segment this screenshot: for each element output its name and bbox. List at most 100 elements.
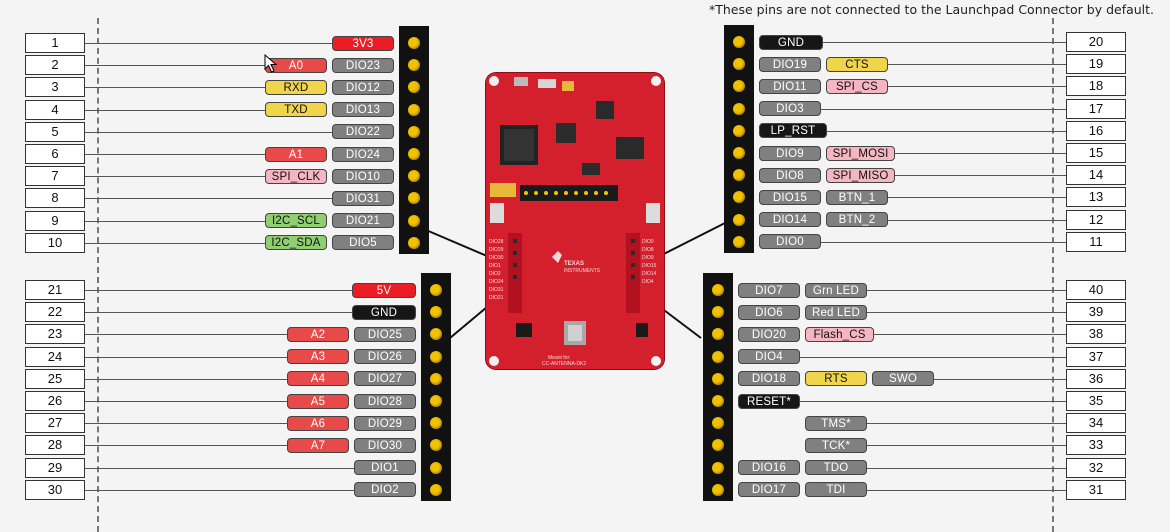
pin-dot-5 <box>408 125 420 138</box>
board-brand: TEXAS <box>564 261 584 267</box>
pin-dot-32 <box>712 461 724 474</box>
svg-text:CC-ANTENNA-DK2: CC-ANTENNA-DK2 <box>542 361 586 367</box>
pin-19-label-1: DIO19 <box>759 56 821 72</box>
pin-number-34: 34 <box>1066 413 1126 434</box>
pin-dot-40 <box>712 284 724 296</box>
pin-dot-36 <box>712 372 724 385</box>
pin-lead-3 <box>85 87 265 89</box>
pin-dot-17 <box>733 102 745 115</box>
pin-19-label-2: CTS <box>826 56 888 72</box>
footnote: *These pins are not connected to the Lau… <box>709 2 1155 17</box>
pin-lead-24 <box>85 356 287 358</box>
pin-number-19: 19 <box>1066 54 1126 75</box>
pin-dot-12 <box>733 213 745 226</box>
pin-lead-16 <box>827 130 1066 132</box>
pin-7-label-1: DIO10 <box>332 168 394 184</box>
pin-dot-7 <box>408 170 420 183</box>
pin-lead-9 <box>85 220 265 222</box>
pin-14-label-2: SPI_MISO <box>826 167 896 183</box>
pin-lead-8 <box>85 198 332 200</box>
pin-number-25: 25 <box>25 368 85 389</box>
pin-number-1: 1 <box>25 33 85 53</box>
pin-lead-30 <box>85 489 354 491</box>
pin-dot-13 <box>733 191 745 204</box>
divider-right <box>1052 18 1054 532</box>
pin-lead-35 <box>800 401 1066 402</box>
pin-dot-3 <box>408 81 420 94</box>
pin-3-label-2: RXD <box>265 79 327 95</box>
pin-number-38: 38 <box>1066 324 1126 345</box>
pin-lead-22 <box>85 312 352 314</box>
pin-9-label-2: I2C_SCL <box>265 213 327 229</box>
pin-1-label-1: 3V3 <box>332 35 394 51</box>
pin-dot-39 <box>712 306 724 319</box>
pin-dot-6 <box>408 148 420 160</box>
svg-text:DIO21: DIO21 <box>489 295 504 301</box>
pin-number-5: 5 <box>25 121 85 142</box>
pin-lead-2 <box>85 65 265 67</box>
pin-26-label-1: DIO28 <box>354 393 416 409</box>
pin-6-label-1: DIO24 <box>332 146 394 162</box>
pin-number-17: 17 <box>1066 98 1126 119</box>
svg-text:DIO9: DIO9 <box>642 255 654 261</box>
pin-number-37: 37 <box>1066 346 1126 367</box>
pin-33-label-1: TCK* <box>805 437 867 453</box>
pin-dot-26 <box>430 395 442 407</box>
pin-lead-27 <box>85 423 287 425</box>
pin-dot-4 <box>408 103 420 116</box>
pin-lead-11 <box>821 241 1066 243</box>
pin-27-label-1: DIO29 <box>354 415 416 431</box>
pin-dot-8 <box>408 192 420 205</box>
pin-4-label-2: TXD <box>265 102 327 118</box>
svg-text:DIO4: DIO4 <box>642 279 654 285</box>
pin-number-27: 27 <box>25 413 85 434</box>
pin-lead-1 <box>85 43 332 44</box>
pin-40-label-1: DIO7 <box>738 282 800 298</box>
pin-number-11: 11 <box>1066 231 1126 252</box>
pin-lead-7 <box>85 176 265 178</box>
pin-dot-18 <box>733 80 745 93</box>
pin-number-18: 18 <box>1066 76 1126 97</box>
pin-24-label-1: DIO26 <box>354 349 416 365</box>
pin-number-7: 7 <box>25 166 85 187</box>
svg-text:DIO15: DIO15 <box>642 263 657 269</box>
pin-number-31: 31 <box>1066 479 1126 500</box>
svg-text:DIO30: DIO30 <box>489 255 504 261</box>
svg-text:DIO14: DIO14 <box>642 271 657 277</box>
svg-text:DIO0: DIO0 <box>642 239 654 245</box>
pin-20-label-1: GND <box>759 34 823 50</box>
pin-lead-14 <box>895 175 1066 177</box>
pin-lead-29 <box>85 467 354 469</box>
pin-dot-31 <box>712 483 724 496</box>
pin-31-label-1: DIO17 <box>738 482 800 498</box>
pin-lead-36 <box>934 378 1066 380</box>
pin-13-label-2: BTN_1 <box>826 189 888 205</box>
pin-24-label-2: A3 <box>287 349 349 365</box>
pin-number-2: 2 <box>25 55 85 76</box>
mouse-cursor-icon <box>264 54 278 73</box>
pin-lead-13 <box>888 197 1066 199</box>
svg-text:DIO2: DIO2 <box>489 271 501 277</box>
pin-number-16: 16 <box>1066 120 1126 141</box>
pin-27-label-2: A6 <box>287 415 349 431</box>
pin-21-label-1: 5V <box>352 282 416 298</box>
pin-37-label-1: DIO4 <box>738 349 800 365</box>
pin-2-label-2: A0 <box>265 57 327 73</box>
pin-number-3: 3 <box>25 77 85 98</box>
pin-number-32: 32 <box>1066 457 1126 478</box>
pin-lead-4 <box>85 109 265 111</box>
pin-12-label-2: BTN_2 <box>826 212 888 228</box>
pin-number-35: 35 <box>1066 391 1126 411</box>
pin-dot-9 <box>408 214 420 227</box>
svg-text:DIO31: DIO31 <box>489 287 504 293</box>
pin-36-label-2: RTS <box>805 371 867 387</box>
pin-number-21: 21 <box>25 280 85 300</box>
pin-number-33: 33 <box>1066 435 1126 456</box>
pin-17-label-1: DIO3 <box>759 101 821 117</box>
pin-dot-35 <box>712 395 724 407</box>
pin-number-24: 24 <box>25 346 85 367</box>
pin-35-label-1: RESET* <box>738 393 800 409</box>
pin-16-label-1: LP_RST <box>759 123 827 139</box>
pin-lead-17 <box>821 108 1066 110</box>
